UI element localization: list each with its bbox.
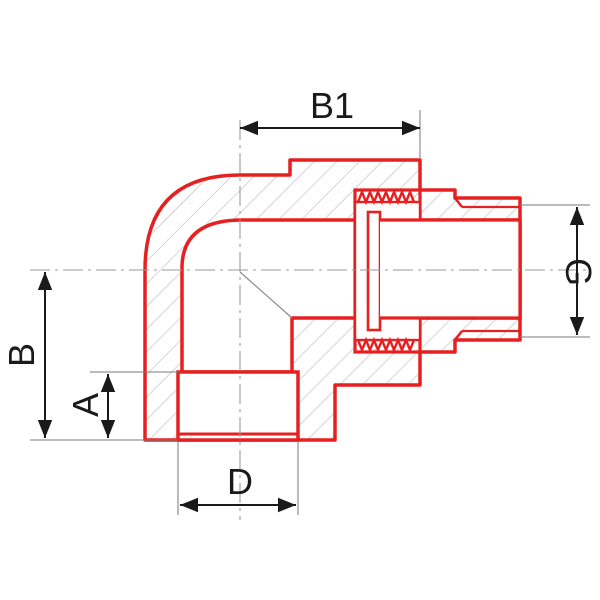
dim-label-g: G (558, 258, 599, 286)
sealing-ring (366, 210, 382, 332)
female-socket (176, 370, 300, 442)
thread-teeth-bottom (356, 336, 416, 354)
dimension-lines (37, 120, 585, 513)
thread-teeth-top (356, 188, 416, 206)
dim-label-a: A (65, 393, 106, 417)
dim-label-d: D (227, 461, 253, 502)
extension-lines (30, 110, 590, 515)
dim-label-b1: B1 (310, 85, 354, 126)
outlet-chamfer-top (454, 197, 463, 208)
outlet-tube (380, 218, 522, 320)
bore-step-line (239, 271, 293, 319)
centerlines (30, 120, 590, 520)
fitting-body (143, 158, 522, 442)
dim-label-b: B (1, 343, 42, 367)
outlet-chamfer-bottom (454, 330, 463, 341)
